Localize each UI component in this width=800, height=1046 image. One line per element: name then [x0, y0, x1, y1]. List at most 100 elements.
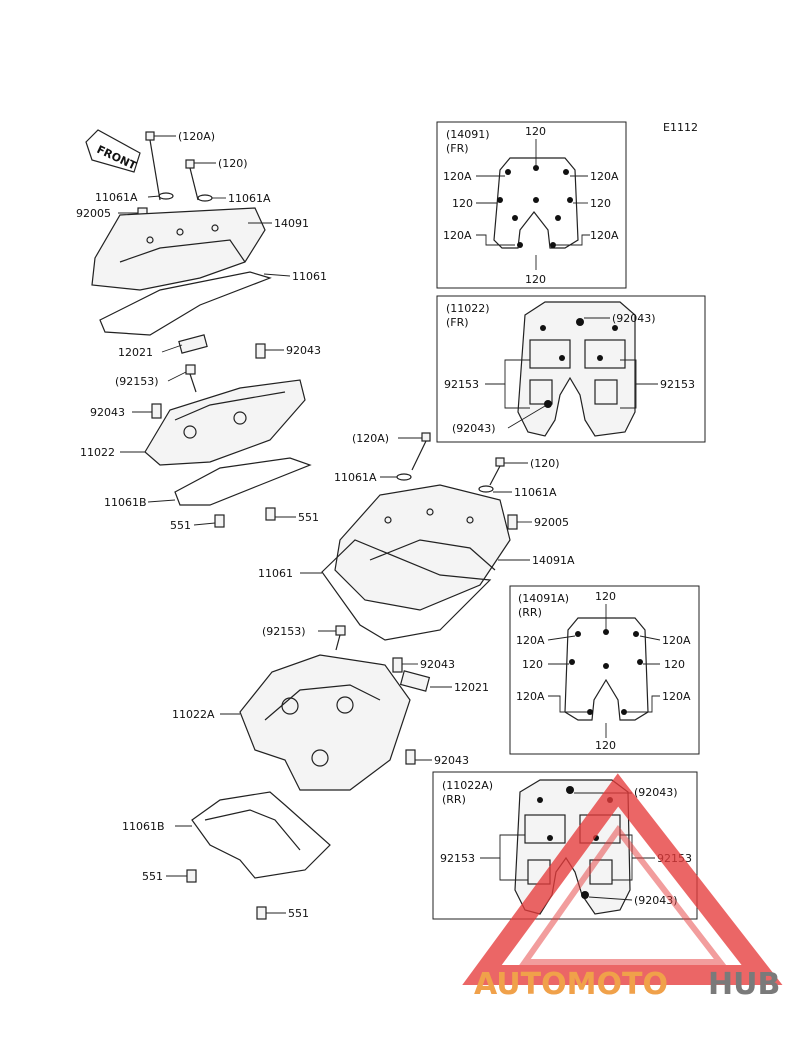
- callout-11022: 11022: [80, 446, 115, 459]
- washer-11061A-left: [158, 192, 174, 200]
- inset-11022A-top-right: (92043): [634, 786, 678, 799]
- inset-14091-right-a: 120A: [590, 170, 619, 183]
- callout-92043-mid: 92043: [420, 658, 455, 671]
- inset-14091A-left-a: 120A: [516, 634, 545, 647]
- callout-11061B-low: 11061B: [122, 820, 165, 833]
- inset-14091A-title: (14091A): [518, 592, 569, 605]
- callout-92005-top: 92005: [76, 207, 111, 220]
- plate-12021-top: [178, 334, 208, 354]
- callout-551-top-b: 551: [298, 511, 319, 524]
- callout-11061A-right: 11061A: [228, 192, 271, 205]
- inset-14091A-sub: (RR): [518, 606, 542, 619]
- callout-11061B-top: 11061B: [104, 496, 147, 509]
- inset-11022-left: 92153: [444, 378, 479, 391]
- gasket-11061B-low: [191, 791, 331, 879]
- callout-120-top: (120): [218, 157, 248, 170]
- callout-551-low-a: 551: [142, 870, 163, 883]
- bolt-120A-mid: [411, 432, 431, 471]
- inset-14091-title: (14091): [446, 128, 490, 141]
- inset-14091-left-c: 120A: [443, 229, 472, 242]
- callout-14091: 14091: [274, 217, 309, 230]
- bolt-92153-top: [185, 364, 197, 393]
- callout-92043-top: 92043: [286, 344, 321, 357]
- inset-14091A-right-a: 120A: [662, 634, 691, 647]
- bolt-120-top: [185, 159, 199, 201]
- inset-14091A-bottom: 120: [595, 739, 616, 752]
- gasket-11061-mid: [321, 539, 492, 641]
- dowel-92005-mid: [507, 514, 518, 530]
- inset-14091A-right-c: 120A: [662, 690, 691, 703]
- callout-11061-mid: 11061: [258, 567, 293, 580]
- inset-14091A-left-b: 120: [522, 658, 543, 671]
- inset-11022-sub: (FR): [446, 316, 469, 329]
- callout-120A-mid: (120A): [352, 432, 389, 445]
- inset-14091-left-b: 120: [452, 197, 473, 210]
- bolt-120A-top: [145, 131, 161, 201]
- dowel-92043-mid: [392, 657, 403, 673]
- inset-11022-bottom-left: (92043): [452, 422, 496, 435]
- inset-14091A-left-c: 120A: [516, 690, 545, 703]
- callout-551-low-b: 551: [288, 907, 309, 920]
- washer-11061A-mid-left: [396, 473, 412, 481]
- watermark-text-part2: HUB: [708, 967, 780, 1002]
- inset-14091A-right-b: 120: [664, 658, 685, 671]
- dowel-92043-top: [255, 343, 266, 359]
- plug-551-top-b: [265, 507, 276, 521]
- bolt-120-mid: [489, 457, 505, 486]
- camshaft-holder-11022A: [239, 654, 411, 791]
- watermark-triangle-icon: [462, 773, 783, 985]
- callout-551-top-a: 551: [170, 519, 191, 532]
- plate-12021-mid: [399, 670, 431, 692]
- inset-14091A-rr: (14091A) (RR) 120 120 120A 120 120A 120A…: [509, 585, 700, 755]
- callout-92043-low: 92043: [434, 754, 469, 767]
- watermark-logo: AUTOMOTO HUB: [462, 773, 783, 1002]
- front-arrow-icon: FRONT: [85, 129, 141, 173]
- callout-labels: (120A) (120) 11061A 11061A 92005 14091 1…: [76, 130, 575, 920]
- plug-551-top-a: [214, 514, 225, 528]
- gasket-11061-top: [99, 271, 272, 336]
- inset-14091-left-a: 120A: [443, 170, 472, 183]
- inset-11022-right: 92153: [660, 378, 695, 391]
- diagram-code: E1112: [663, 121, 698, 134]
- dowel-92043-low: [405, 749, 416, 765]
- callout-11061-top: 11061: [292, 270, 327, 283]
- inset-14091-top: 120: [525, 125, 546, 138]
- washer-11061A-mid-right: [478, 485, 494, 493]
- dowel-92043-left: [151, 403, 162, 419]
- callout-120-mid: (120): [530, 457, 560, 470]
- washer-11061A-right: [197, 194, 213, 202]
- plug-551-low-b: [256, 906, 267, 920]
- inset-14091-right-c: 120A: [590, 229, 619, 242]
- inset-11022A-left: 92153: [440, 852, 475, 865]
- callout-92153-top: (92153): [115, 375, 159, 388]
- inset-11022-title: (11022): [446, 302, 490, 315]
- callout-12021-mid: 12021: [454, 681, 489, 694]
- head-cover-14091: [91, 207, 266, 291]
- callout-92005-mid: 92005: [534, 516, 569, 529]
- callout-14091A: 14091A: [532, 554, 575, 567]
- callout-12021-top: 12021: [118, 346, 153, 359]
- callout-11061A-left: 11061A: [95, 191, 138, 204]
- bolt-92153-mid: [335, 625, 346, 651]
- callout-120A-top: (120A): [178, 130, 215, 143]
- callout-92043-left: 92043: [90, 406, 125, 419]
- callout-11061A-mid-left: 11061A: [334, 471, 377, 484]
- inset-14091A-top: 120: [595, 590, 616, 603]
- inset-11022-fr: (11022) (FR) (92043) 92153 92153 (92043): [436, 295, 706, 443]
- head-cover-14091A: [334, 484, 511, 611]
- inset-11022A-sub: (RR): [442, 793, 466, 806]
- inset-14091-sub: (FR): [446, 142, 469, 155]
- inset-14091-bottom: 120: [525, 273, 546, 286]
- inset-11022A-title: (11022A): [442, 779, 493, 792]
- callout-11022A: 11022A: [172, 708, 215, 721]
- inset-11022-top-right: (92043): [612, 312, 656, 325]
- inset-14091-fr: (14091) (FR) 120 120 120A 120 120A 120A …: [436, 121, 627, 289]
- callout-92153-mid: (92153): [262, 625, 306, 638]
- gasket-11061B-top: [174, 457, 312, 506]
- camshaft-holder-11022: [144, 379, 306, 466]
- watermark-text-part1: AUTOMOTO: [474, 967, 668, 1002]
- callout-11061A-mid-right: 11061A: [514, 486, 557, 499]
- inset-14091-right-b: 120: [590, 197, 611, 210]
